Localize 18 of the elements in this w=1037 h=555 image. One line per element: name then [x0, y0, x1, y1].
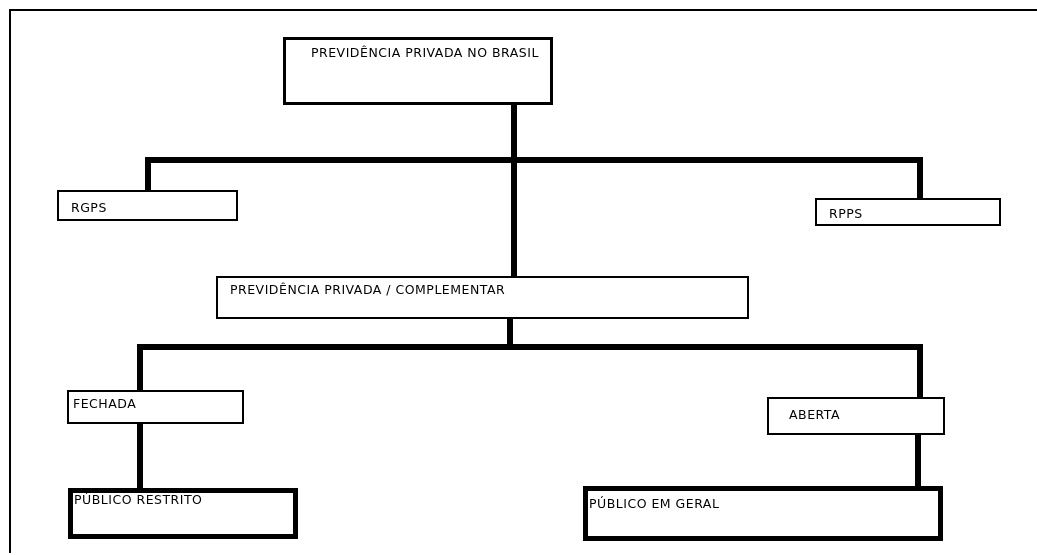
- org-box: [57, 190, 238, 221]
- box-label: PREVIDÊNCIA PRIVADA NO BRASIL: [311, 45, 539, 60]
- box-label: PREVIDÊNCIA PRIVADA / COMPLEMENTAR: [230, 282, 506, 297]
- box-label: ABERTA: [789, 407, 841, 422]
- org-box: [67, 390, 244, 424]
- box-label: RPPS: [829, 206, 863, 221]
- box-label: RGPS: [71, 200, 107, 215]
- connector-line: [137, 424, 143, 488]
- org-box: [815, 198, 1001, 226]
- box-label: FECHADA: [73, 396, 137, 411]
- box-label: PÚBLICO EM GERAL: [589, 496, 720, 511]
- org-box: [68, 488, 298, 539]
- org-box: [283, 37, 553, 105]
- box-label: PÚBLICO RESTRITO: [74, 492, 203, 507]
- connector-line: [915, 435, 921, 486]
- org-box: [767, 397, 945, 435]
- org-box: [216, 276, 749, 319]
- org-box: [583, 486, 943, 541]
